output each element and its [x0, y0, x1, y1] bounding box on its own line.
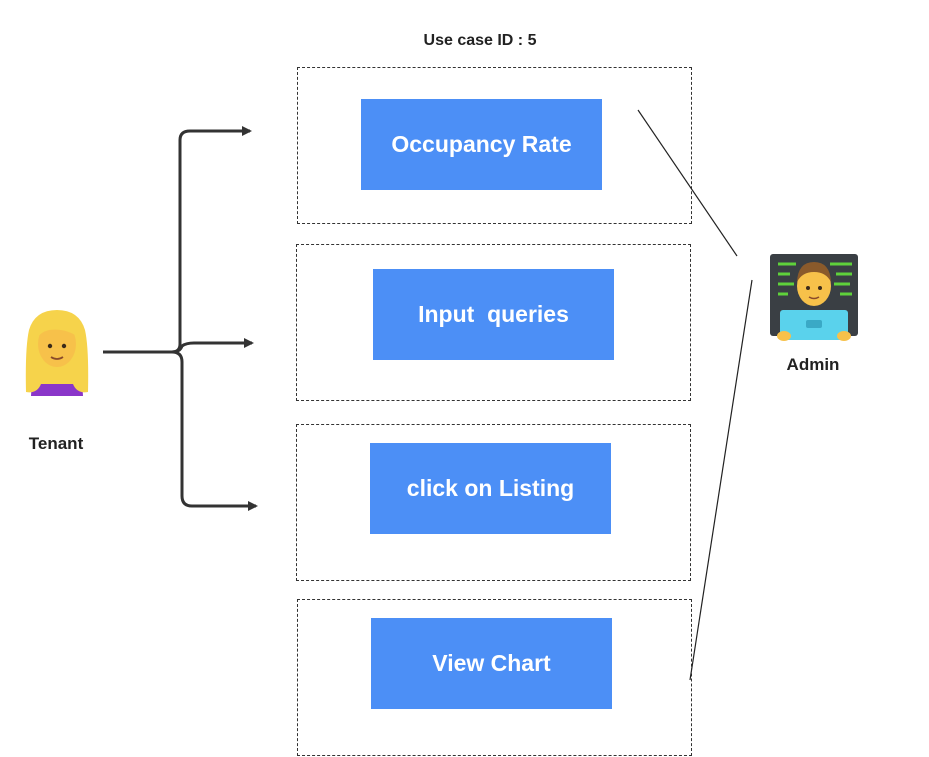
usecase-frame-chart — [297, 599, 692, 756]
arrow-to-occupancy-rate — [171, 126, 252, 354]
admin-connector — [637, 109, 753, 681]
usecase-view-chart[interactable]: View Chart — [371, 618, 612, 709]
woman-blonde-emoji-icon — [25, 310, 89, 396]
usecase-click-on-listing[interactable]: click on Listing — [370, 443, 611, 534]
tenant-connector — [103, 126, 258, 511]
admin-line-occupancy — [637, 109, 738, 257]
usecase-occupancy-rate[interactable]: Occupancy Rate — [361, 99, 602, 190]
usecase-frame-occupancy — [297, 67, 692, 224]
usecase-input-queries[interactable]: Input queries — [373, 269, 614, 360]
usecase-frame-queries — [296, 244, 691, 401]
admin-line-chart — [689, 279, 753, 681]
arrow-to-click-on-listing — [171, 350, 258, 511]
arrow-to-input-queries — [171, 338, 254, 354]
tenant-label: Tenant — [28, 434, 84, 453]
usecase-frame-listing — [296, 424, 691, 581]
man-technologist-emoji-icon — [770, 254, 858, 341]
diagram-title: Use case ID : 5 — [423, 32, 537, 49]
admin-label: Admin — [786, 355, 840, 374]
